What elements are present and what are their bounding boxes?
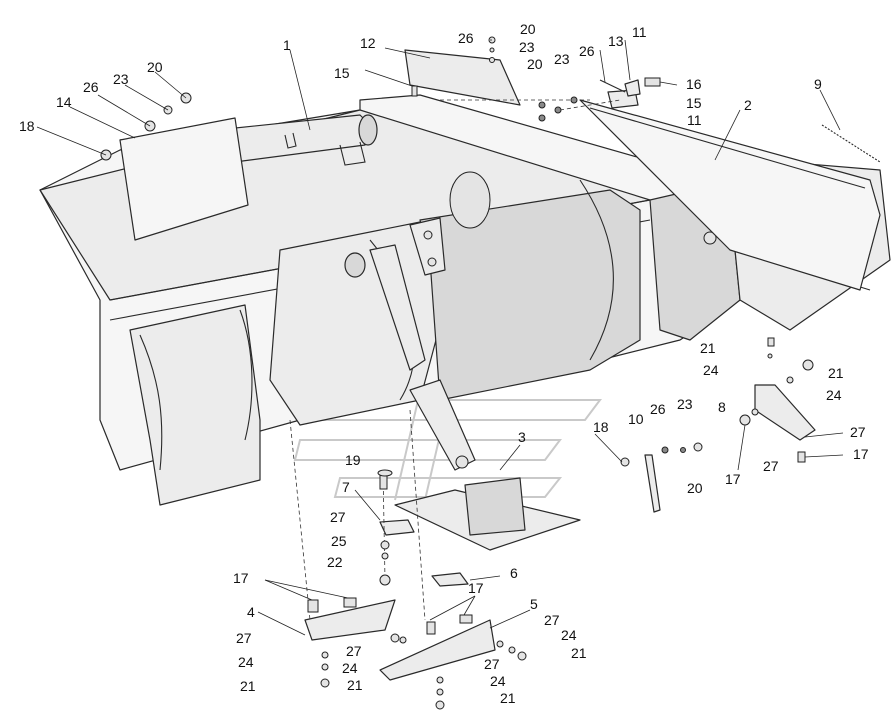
callout-label: 23: [519, 39, 535, 55]
callout-label: 27: [544, 612, 560, 628]
callout-label: 24: [342, 660, 358, 676]
top-shield-plate: [119, 117, 249, 241]
tension-spring: [821, 124, 881, 163]
callout-label: 15: [686, 95, 702, 111]
callout-label: 26: [83, 79, 99, 95]
callout-label: 25: [331, 533, 347, 549]
callout-label: 5: [530, 596, 538, 612]
callout-label: 21: [571, 645, 587, 661]
housing-hole: [703, 231, 717, 245]
callout-label: 21: [500, 690, 516, 706]
callout-label: 6: [510, 565, 518, 581]
foot-plate: [394, 477, 581, 551]
callout-label: 20: [147, 59, 163, 75]
callout-label: 20: [527, 56, 543, 72]
callout-label: 26: [650, 401, 666, 417]
callout-label: 27: [346, 643, 362, 659]
callout-label: 20: [520, 21, 536, 37]
callout-label: 18: [19, 118, 35, 134]
callout-label: 2: [744, 97, 752, 113]
callout-label: 18: [593, 419, 609, 435]
callout-label: 23: [677, 396, 693, 412]
callout-label: 21: [828, 365, 844, 381]
callout-label: 21: [700, 340, 716, 356]
small-plate-28: [379, 519, 415, 536]
callout-label: 17: [468, 580, 484, 596]
callout-label: 27: [236, 630, 252, 646]
callout-label: 21: [240, 678, 256, 694]
callout-label: 17: [853, 446, 869, 462]
callout-label: 11: [687, 112, 702, 128]
callout-label: 24: [238, 654, 254, 670]
callout-label: 24: [703, 362, 719, 378]
callout-label: 27: [850, 424, 866, 440]
callout-label: 10: [628, 411, 644, 427]
latch-bracket: [599, 77, 661, 109]
callout-label: 24: [826, 387, 842, 403]
trough-chamber: [129, 171, 641, 506]
top-strip-plate: [404, 49, 521, 106]
callout-label: 3: [518, 429, 526, 445]
callout-label: 11: [632, 24, 647, 40]
rear-cover-plate: [579, 99, 881, 291]
fasteners: [100, 36, 814, 710]
leader-lines: [36, 39, 844, 636]
callout-label: 27: [330, 509, 346, 525]
callout-label: 24: [490, 673, 506, 689]
callout-label: 16: [686, 76, 702, 92]
assembly-lines: [289, 99, 621, 621]
callout-label: 26: [458, 30, 474, 46]
callout-label: 21: [347, 677, 363, 693]
callout-label: 27: [484, 656, 500, 672]
callout-label: 15: [334, 65, 350, 81]
callout-label: 20: [687, 480, 703, 496]
callout-label: 8: [718, 399, 726, 415]
callout-label: 13: [608, 33, 624, 49]
lower-left-plate: [304, 599, 396, 641]
callout-label: 17: [725, 471, 741, 487]
callout-label: 19: [345, 452, 361, 468]
pivot-bracket: [369, 217, 476, 471]
callout-label: 14: [56, 94, 72, 110]
callout-label: 7: [342, 479, 350, 495]
small-plate-6: [431, 572, 469, 587]
callout-label: 22: [327, 554, 343, 570]
callout-label: 23: [113, 71, 129, 87]
lower-right-plate: [379, 619, 496, 681]
callout-label: 17: [233, 570, 249, 586]
callout-label: 27: [763, 458, 779, 474]
callout-label: 1: [283, 37, 291, 53]
side-bracket: [754, 384, 816, 441]
callout-label: 23: [554, 51, 570, 67]
callout-label: 26: [579, 43, 595, 59]
callout-label: 4: [247, 604, 255, 620]
callout-label: 9: [814, 76, 822, 92]
callout-label: 24: [561, 627, 577, 643]
callout-label: 12: [360, 35, 376, 51]
pivot-rod: [644, 454, 661, 513]
callout-labels: 1 2 3 4 5 6 7 8 9 10 11 11 12 13 14 15 1…: [19, 21, 869, 706]
